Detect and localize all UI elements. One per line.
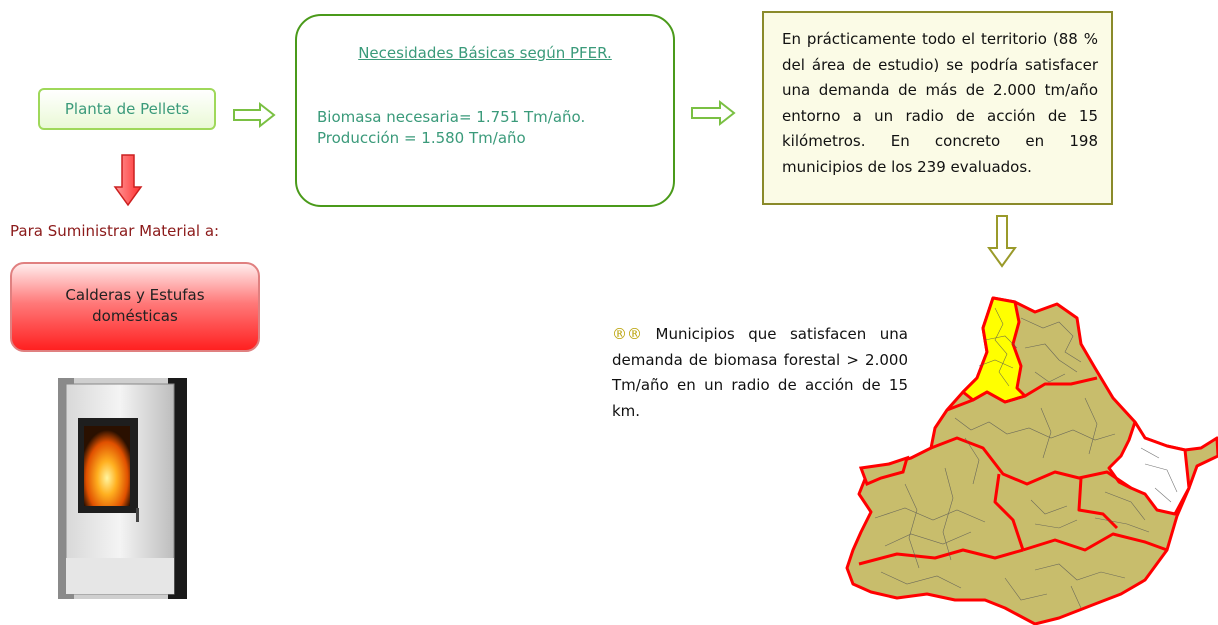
map-legend: ®® Municipios que satisfacen una demanda… — [612, 322, 908, 424]
pellet-stove-image — [58, 378, 187, 599]
calderas-line1: Calderas y Estufas — [65, 286, 205, 304]
necesidades-title: Necesidades Básicas según PFER. — [358, 44, 612, 62]
legend-symbol-icon: ®® — [612, 325, 642, 343]
produccion-text: Producción = 1.580 Tm/año — [317, 129, 526, 147]
legend-text: Municipios que satisfacen una demanda de… — [612, 325, 908, 420]
right-arrow-icon — [691, 99, 736, 127]
calderas-box: Calderas y Estufas domésticas — [10, 262, 260, 352]
calderas-line2: domésticas — [92, 307, 178, 325]
planta-de-pellets-label: Planta de Pellets — [64, 100, 190, 118]
suministrar-label: Para Suministrar Material a: — [10, 222, 220, 240]
right-arrow-icon — [233, 101, 276, 129]
down-arrow-icon — [987, 215, 1017, 268]
planta-de-pellets-box: Planta de Pellets — [38, 88, 216, 130]
necesidades-box: Necesidades Básicas según PFER. Biomasa … — [295, 14, 675, 207]
resultado-box: En prácticamente todo el territorio (88 … — [762, 11, 1113, 205]
municipalities-map — [845, 296, 1218, 625]
resultado-text: En prácticamente todo el territorio (88 … — [782, 30, 1098, 176]
down-arrow-icon — [113, 154, 143, 207]
biomasa-necesaria-text: Biomasa necesaria= 1.751 Tm/año. — [317, 108, 586, 126]
